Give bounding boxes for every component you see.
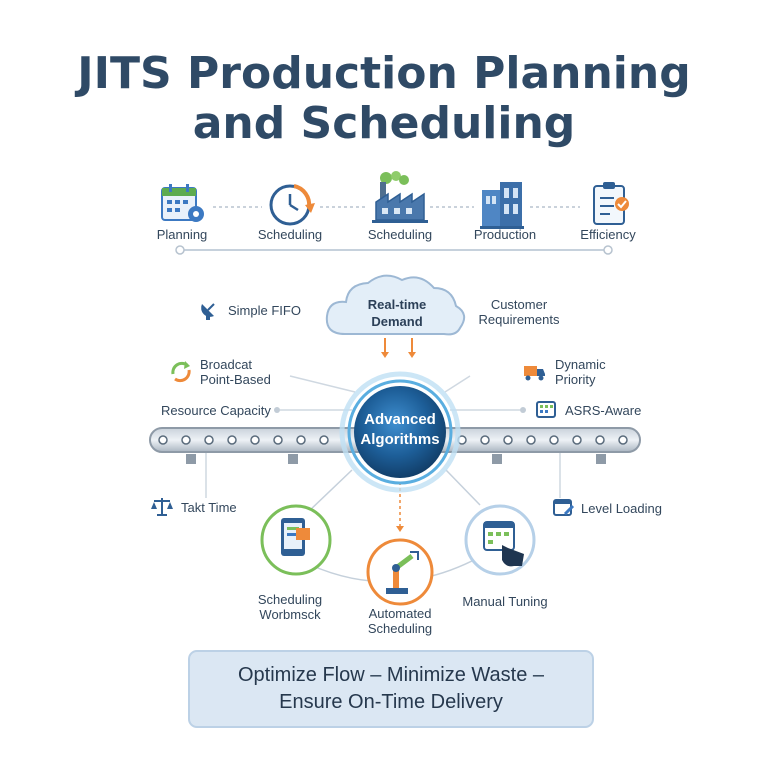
method-broadcast-line1: Broadcat — [200, 357, 253, 372]
output-manual-tuning: Manual Tuning — [462, 594, 548, 609]
cloud-label: Real-time Demand — [350, 296, 444, 330]
balance-scale-icon — [151, 498, 173, 516]
banner-line1: Optimize Flow – Minimize Waste – — [238, 664, 544, 686]
step-label-scheduling-2: Scheduling — [367, 227, 433, 242]
output-scheduling-line1: Scheduling — [257, 592, 323, 607]
method-level-loading: Level Loading — [581, 501, 662, 516]
page-title-line2: and Scheduling — [192, 98, 576, 149]
recycle-arrows-icon — [171, 361, 191, 383]
robot-arm-icon — [366, 538, 434, 606]
banner-line2: Ensure On-Time Delivery — [279, 691, 503, 713]
grid-monitor-icon — [536, 401, 556, 418]
method-simple-fifo: Simple FIFO — [228, 303, 301, 318]
method-broadcast-line2: Point-Based — [200, 372, 271, 387]
calendar-edit-icon — [553, 499, 575, 516]
tablet-icon — [260, 504, 332, 576]
truck-icon — [524, 366, 545, 381]
step-label-planning: Planning — [156, 227, 208, 242]
method-takt-time: Takt Time — [181, 500, 237, 515]
belt-roller — [227, 435, 237, 445]
clock-arrow-icon — [269, 184, 315, 226]
method-dynamic-line2: Priority — [555, 372, 596, 387]
belt-roller — [503, 435, 513, 445]
method-asrs-aware: ASRS-Aware — [565, 403, 642, 418]
core-label-line2: Algorithms — [360, 431, 440, 448]
belt-roller — [296, 435, 306, 445]
core-orb — [339, 371, 461, 493]
method-customer-line1: Customer — [490, 297, 548, 312]
belt-roller — [480, 435, 490, 445]
step-label-efficiency: Efficiency — [580, 227, 636, 242]
belt-roller — [526, 435, 536, 445]
satellite-dish-icon — [201, 303, 215, 320]
step-label-scheduling-1: Scheduling — [257, 227, 323, 242]
belt-roller — [158, 435, 168, 445]
belt-roller — [618, 435, 628, 445]
belt-roller — [319, 435, 329, 445]
bottom-banner: Optimize Flow – Minimize Waste – Ensure … — [188, 650, 594, 728]
core-label-line1: Advanced — [364, 411, 436, 428]
warehouse-icon — [480, 182, 524, 229]
factory-icon — [372, 171, 428, 223]
belt-roller — [595, 435, 605, 445]
calendar-gear-icon — [161, 184, 204, 222]
method-resource-capacity: Resource Capacity — [161, 403, 271, 418]
method-customer-line2: Requirements — [478, 312, 560, 327]
step-label-production: Production — [473, 227, 537, 242]
output-automated-line2: Scheduling — [367, 621, 433, 636]
output-scheduling-line2: Worbmsck — [259, 607, 321, 622]
method-dynamic-line1: Dynamic — [555, 357, 606, 372]
demand-arrows — [381, 338, 416, 358]
page-title-line1: JITS Production Planning — [77, 48, 691, 99]
belt-roller — [549, 435, 559, 445]
belt-roller — [250, 435, 260, 445]
calendar-hand-icon — [464, 504, 536, 576]
cloud-shape — [325, 274, 466, 336]
belt-roller — [273, 435, 283, 445]
checklist-icon — [593, 182, 629, 225]
core-label: Advanced Algorithms — [348, 410, 452, 450]
belt-roller — [572, 435, 582, 445]
belt-roller — [204, 435, 214, 445]
cloud-label-line2: Demand — [371, 314, 423, 329]
cloud-label-line1: Real-time — [367, 297, 427, 312]
belt-roller — [181, 435, 191, 445]
output-automated-line1: Automated — [368, 606, 432, 621]
top-flow-connectors — [175, 206, 613, 255]
